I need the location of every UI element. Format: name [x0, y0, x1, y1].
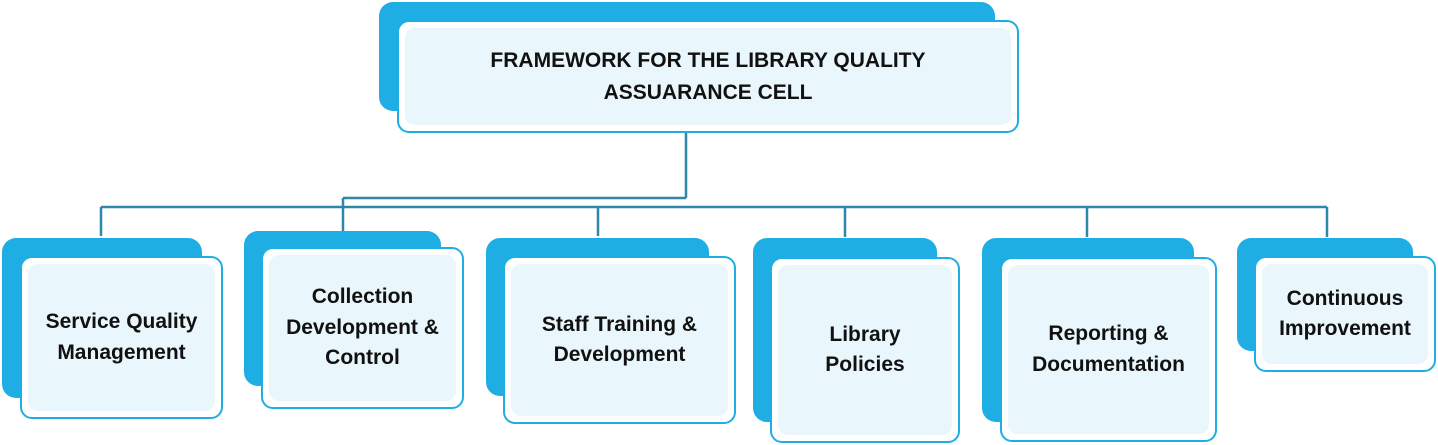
node-library-policies: Library Policies: [753, 238, 960, 443]
root-node-label: FRAMEWORK FOR THE LIBRARY QUALITY ASSUAR…: [490, 49, 926, 104]
node-library-policies-label: Library Policies: [825, 322, 905, 376]
node-staff-training: Staff Training & Development: [486, 238, 736, 424]
root-node: FRAMEWORK FOR THE LIBRARY QUALITY ASSUAR…: [379, 2, 1019, 133]
node-continuous-improvement-label: Continuous Improvement: [1279, 286, 1411, 340]
node-service-quality-label: Service Quality Management: [45, 310, 198, 364]
node-collection-development-label: Collection Development & Control: [286, 285, 439, 370]
node-reporting-documentation: Reporting & Documentation: [982, 238, 1217, 442]
node-staff-training-label: Staff Training & Development: [541, 312, 698, 366]
node-reporting-documentation-label: Reporting & Documentation: [1032, 322, 1185, 376]
node-continuous-improvement: Continuous Improvement: [1237, 238, 1436, 372]
node-service-quality: Service Quality Management: [2, 238, 223, 419]
node-collection-development: Collection Development & Control: [244, 231, 464, 409]
